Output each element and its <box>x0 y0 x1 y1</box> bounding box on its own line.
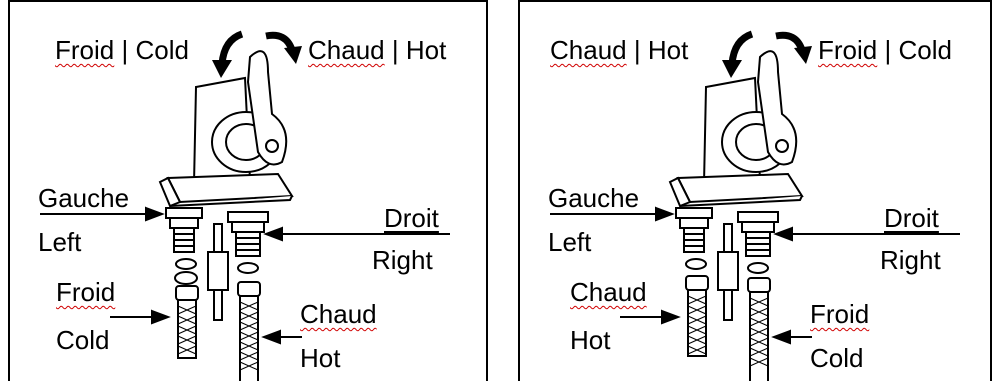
rotate-left-arrowhead <box>212 60 232 78</box>
rotate-right-arrowhead <box>794 46 812 64</box>
rotate-left-arrow <box>218 30 244 65</box>
side-right-en: Right <box>880 245 941 275</box>
pointer-arrows <box>40 206 450 345</box>
label-sep: | <box>121 35 129 65</box>
hose-left-en: Cold <box>56 325 110 355</box>
faucet-illustration-left <box>40 30 450 381</box>
label-fr: Froid <box>55 35 115 65</box>
hose-left <box>685 275 709 357</box>
label-sep: | <box>884 35 892 65</box>
hose-right-en: Cold <box>810 343 864 373</box>
pointer-arrows <box>550 206 960 345</box>
side-left-en: Left <box>38 227 82 257</box>
top-left-label: Froid | Cold <box>55 37 189 63</box>
label-fr: Chaud <box>308 35 385 65</box>
label-en: Hot <box>647 35 689 65</box>
center-rod <box>717 223 739 321</box>
hose-left-fr: Chaud <box>570 277 647 307</box>
rotate-right-arrow <box>265 31 296 52</box>
right-valve <box>737 211 779 274</box>
right-valve <box>227 211 269 274</box>
label-en: Hot <box>405 35 447 65</box>
hose-right-fr: Froid <box>810 299 870 329</box>
top-left-label: Chaud | Hot <box>550 37 688 63</box>
hose-right-en: Hot <box>300 343 341 373</box>
side-right-fr: Droit <box>384 203 439 233</box>
side-left-fr: Gauche <box>38 183 130 213</box>
top-right-label: Chaud | Hot <box>308 37 446 63</box>
hose-left <box>175 285 199 359</box>
faucet-body <box>158 50 294 208</box>
rotate-left-arrow <box>728 30 754 65</box>
faucet-body <box>668 50 804 208</box>
left-valve <box>165 207 203 285</box>
side-left-en: Left <box>548 227 592 257</box>
label-fr: Froid <box>818 35 878 65</box>
side-right-en: Right <box>372 245 433 275</box>
center-rod <box>207 223 229 321</box>
label-fr: Chaud <box>550 35 627 65</box>
hose-left-en: Hot <box>570 325 611 355</box>
hose-right <box>237 281 261 381</box>
faucet-illustration-right <box>550 30 960 381</box>
hose-left-fr: Froid <box>56 277 116 307</box>
rotate-right-arrowhead <box>284 46 302 64</box>
label-sep: | <box>391 35 399 65</box>
left-valve <box>675 207 713 270</box>
top-right-label: Froid | Cold <box>818 37 952 63</box>
rotate-left-arrowhead <box>722 60 742 78</box>
hose-right <box>747 277 771 381</box>
side-left-fr: Gauche <box>548 183 640 213</box>
label-en: Cold <box>898 35 952 65</box>
label-en: Cold <box>135 35 189 65</box>
panel-left: Froid | Cold Chaud | Hot Gauche Left Dro… <box>8 0 488 381</box>
hose-right-fr: Chaud <box>300 299 377 329</box>
label-sep: | <box>633 35 641 65</box>
rotate-right-arrow <box>775 31 806 52</box>
panel-right: Chaud | Hot Froid | Cold Gauche Left Dro… <box>518 0 992 381</box>
side-right-fr: Droit <box>884 203 939 233</box>
